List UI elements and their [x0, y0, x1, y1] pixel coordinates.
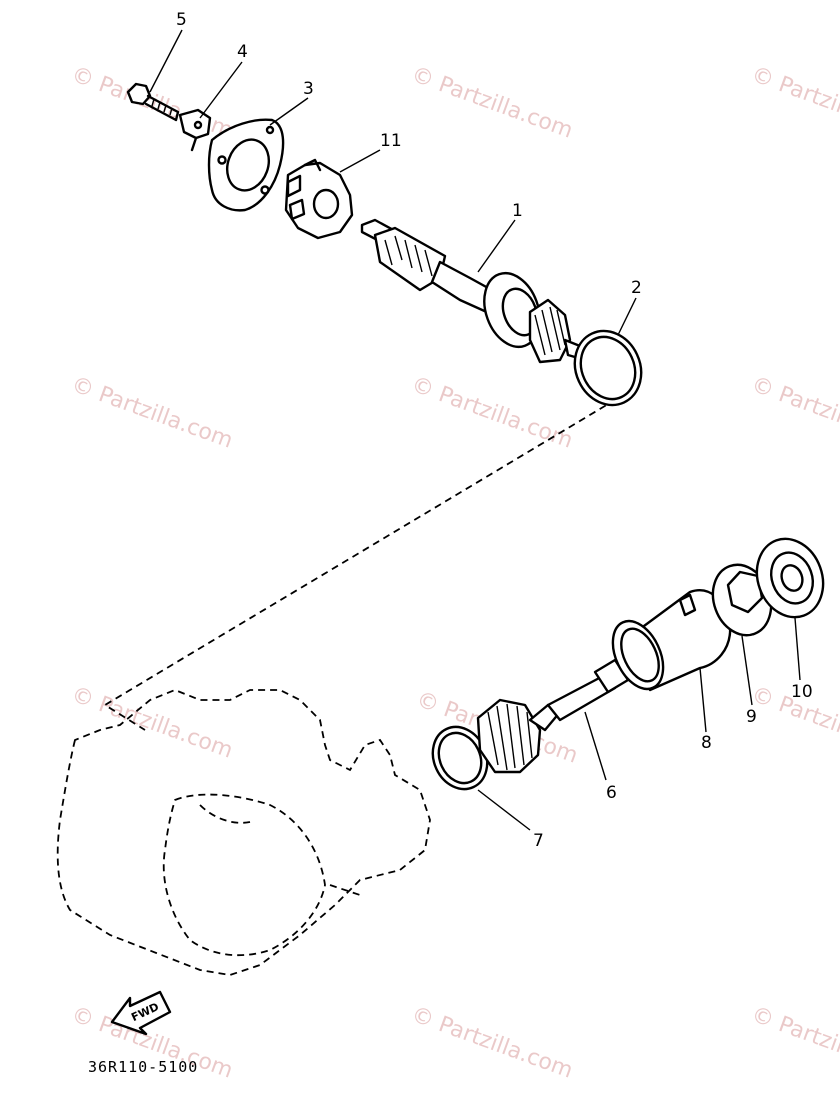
callout-1: 1 [512, 201, 523, 221]
callout-numbers: 5 4 3 11 1 2 7 6 8 9 10 [176, 10, 813, 851]
callout-5: 5 [176, 10, 187, 30]
callout-10: 10 [791, 682, 813, 702]
callout-8: 8 [701, 733, 712, 753]
watermark: © Partzilla.com [68, 372, 236, 454]
forward-direction-arrow: FWD [110, 990, 172, 1036]
part-5-bolt [126, 82, 180, 122]
callout-6: 6 [606, 783, 617, 803]
part-2-shim-ring [573, 329, 643, 407]
watermark: © Partzilla.com [408, 62, 576, 144]
watermark: © Partzilla.com [68, 682, 236, 764]
callout-11: 11 [380, 131, 402, 151]
callout-2: 2 [631, 278, 642, 298]
callout-3: 3 [303, 79, 314, 99]
callout-leaders [149, 29, 801, 831]
callout-7: 7 [533, 831, 544, 851]
part-10-bearing [755, 537, 825, 619]
watermark: © Partzilla.com [408, 1002, 576, 1084]
part-11-collar [284, 158, 354, 240]
part-9-washer [711, 563, 773, 637]
diagram-code: 36R110-5100 [88, 1058, 198, 1076]
watermark: © Partzilla.com [748, 62, 840, 144]
callout-9: 9 [746, 707, 757, 727]
callout-4: 4 [237, 42, 248, 62]
watermark: © Partzilla.com [408, 372, 576, 454]
watermark: © Partzilla.com [748, 1002, 840, 1084]
part-1-drive-shaft [360, 218, 594, 364]
watermark: © Partzilla.com [748, 372, 840, 454]
engine-case-outline [56, 689, 431, 976]
part-6-driven-shaft [476, 658, 630, 774]
part-3-plate [207, 118, 285, 212]
part-4-clip [178, 108, 212, 152]
